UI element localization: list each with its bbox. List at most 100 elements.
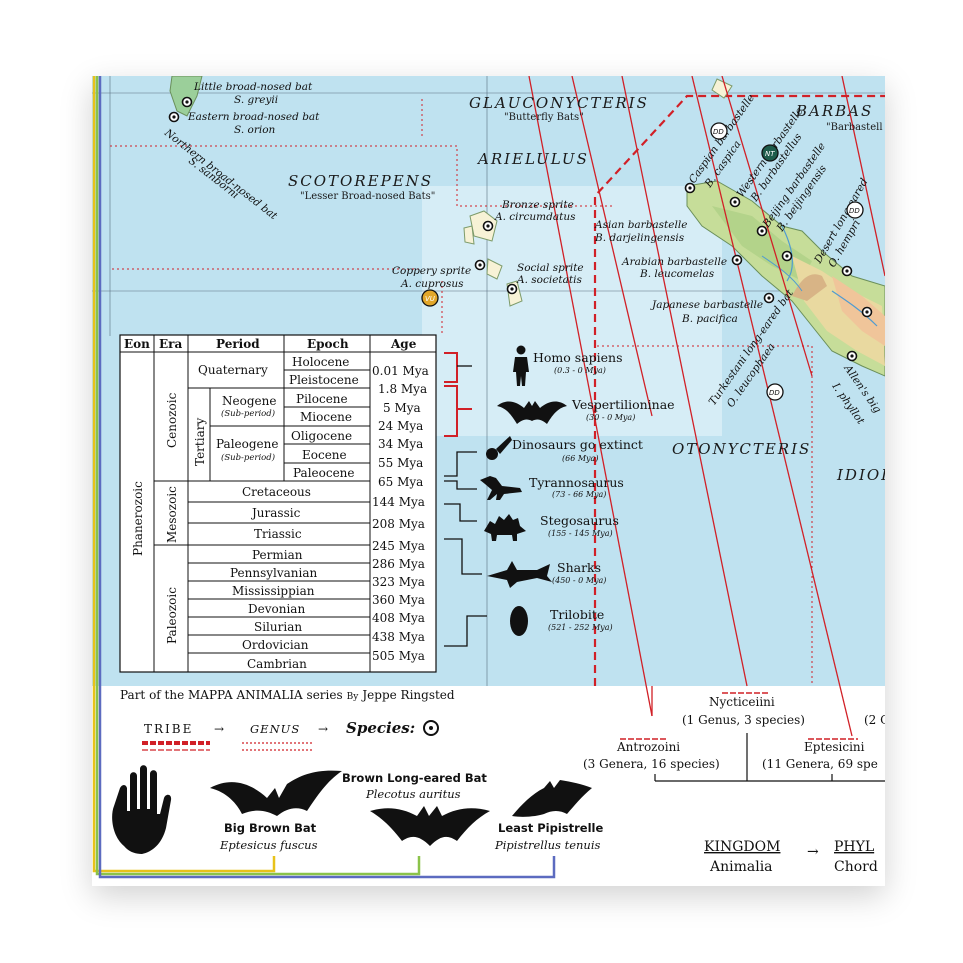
svg-text:Oligocene: Oligocene xyxy=(291,429,352,443)
svg-text:TRIBE: TRIBE xyxy=(144,722,193,736)
species-social-sprite: Social sprite xyxy=(517,262,584,274)
poster-svg: GLAUCONYCTERIS "Butterfly Bats" SCOTOREP… xyxy=(92,76,885,879)
svg-text:Eptesicini: Eptesicini xyxy=(804,740,865,754)
svg-text:Pleistocene: Pleistocene xyxy=(289,373,359,387)
svg-text:Part of the MAPPA ANIMALIA ser: Part of the MAPPA ANIMALIA seriesByJeppe… xyxy=(120,688,455,702)
svg-text:VU: VU xyxy=(425,295,435,303)
genus-otonycteris: OTONYCTERIS xyxy=(672,440,811,458)
svg-text:245 Mya: 245 Mya xyxy=(372,539,425,553)
svg-text:Eptesicus fuscus: Eptesicus fuscus xyxy=(219,838,318,852)
svg-text:0.01 Mya: 0.01 Mya xyxy=(372,364,429,378)
svg-text:Ordovician: Ordovician xyxy=(242,638,309,652)
svg-text:Chord: Chord xyxy=(834,859,878,875)
species-arabian-barbastelle: Arabian barbastelle xyxy=(621,256,727,268)
svg-text:Dinosaurs go extinct: Dinosaurs go extinct xyxy=(512,437,643,452)
svg-text:Animalia: Animalia xyxy=(709,859,773,875)
svg-text:NT: NT xyxy=(765,150,775,158)
svg-text:Sharks: Sharks xyxy=(557,560,601,575)
stegosaurus-icon xyxy=(484,514,526,541)
svg-text:208 Mya: 208 Mya xyxy=(372,517,425,531)
timeline-ages: 0.01 Mya 1.8 Mya 5 Mya 24 Mya 34 Mya 55 … xyxy=(372,364,429,663)
svg-text:Quaternary: Quaternary xyxy=(198,363,268,377)
border-stripes xyxy=(92,76,556,879)
species-social-sprite-latin: A. societatis xyxy=(516,274,582,286)
species-bronze-sprite: Bronze sprite xyxy=(501,199,574,211)
svg-text:(Sub-period): (Sub-period) xyxy=(221,452,275,463)
svg-text:Epoch: Epoch xyxy=(307,337,349,351)
svg-text:(155 - 145 Mya): (155 - 145 Mya) xyxy=(548,529,613,538)
svg-text:(11 Genera, 69 spe: (11 Genera, 69 spe xyxy=(762,757,878,771)
taxonomy-tree: Nycticeiini (1 Genus, 3 species) Antrozo… xyxy=(583,692,885,782)
svg-text:5 Mya: 5 Mya xyxy=(383,401,421,415)
svg-text:→: → xyxy=(214,722,224,736)
genus-scotorepens: SCOTOREPENS xyxy=(288,172,433,190)
svg-text:Pipistrellus tenuis: Pipistrellus tenuis xyxy=(494,838,601,852)
svg-text:323 Mya: 323 Mya xyxy=(372,575,425,589)
svg-text:65 Mya: 65 Mya xyxy=(378,475,423,489)
timeline-brackets xyxy=(444,352,487,647)
tyrannosaurus-icon xyxy=(480,476,522,500)
svg-text:Tyrannosaurus: Tyrannosaurus xyxy=(529,475,624,490)
svg-text:Mesozoic: Mesozoic xyxy=(165,486,179,543)
svg-text:Phanerozoic: Phanerozoic xyxy=(131,481,145,556)
svg-text:55 Mya: 55 Mya xyxy=(378,456,423,470)
genus-arielulus: ARIELULUS xyxy=(476,150,589,168)
svg-text:Era: Era xyxy=(159,337,182,351)
svg-text:Big Brown Bat: Big Brown Bat xyxy=(224,821,317,835)
svg-text:Brown Long-eared Bat: Brown Long-eared Bat xyxy=(342,771,487,785)
svg-text:Silurian: Silurian xyxy=(254,620,302,634)
svg-text:Species:: Species: xyxy=(346,719,415,737)
trilobite-icon xyxy=(510,606,528,636)
timeline-table-grid xyxy=(120,335,436,672)
svg-text:(66 Mya): (66 Mya) xyxy=(562,454,598,463)
bat-illustrations xyxy=(210,770,592,846)
svg-text:144 Mya: 144 Mya xyxy=(372,495,425,509)
svg-text:(521 - 252 Mya): (521 - 252 Mya) xyxy=(548,623,613,632)
svg-text:(3 Genera, 16 species): (3 Genera, 16 species) xyxy=(583,757,720,771)
legend: TRIBE → GENUS → Species: xyxy=(142,719,439,751)
svg-text:360 Mya: 360 Mya xyxy=(372,593,425,607)
svg-text:Paleogene: Paleogene xyxy=(216,437,278,451)
svg-text:Antrozoini: Antrozoini xyxy=(616,740,680,754)
genus-boundaries xyxy=(110,96,813,686)
bat-icon xyxy=(512,780,592,817)
svg-text:34 Mya: 34 Mya xyxy=(378,437,423,451)
svg-text:408 Mya: 408 Mya xyxy=(372,611,425,625)
timeline-periods-older: Cretaceous Jurassic Triassic Permian Pen… xyxy=(230,485,318,671)
svg-text:Homo sapiens: Homo sapiens xyxy=(533,350,623,365)
svg-text:286 Mya: 286 Mya xyxy=(372,557,425,571)
svg-text:Devonian: Devonian xyxy=(248,602,305,616)
svg-text:Stegosaurus: Stegosaurus xyxy=(540,513,619,528)
svg-text:Vespertilioninae: Vespertilioninae xyxy=(571,397,675,412)
species-marker-dots xyxy=(172,100,869,358)
svg-text:Cretaceous: Cretaceous xyxy=(242,485,311,499)
svg-text:Holocene: Holocene xyxy=(292,355,349,369)
svg-text:Trilobite: Trilobite xyxy=(550,607,604,622)
poster: GLAUCONYCTERIS "Butterfly Bats" SCOTOREP… xyxy=(92,76,885,886)
timeline-periods-cenozoic: Quaternary Neogene (Sub-period) Paleogen… xyxy=(198,363,278,463)
svg-text:24 Mya: 24 Mya xyxy=(378,419,423,433)
svg-text:Eon: Eon xyxy=(124,337,150,351)
genus-barbastella-sub: "Barbastell xyxy=(826,122,883,133)
svg-text:DD: DD xyxy=(769,389,780,397)
svg-text:Period: Period xyxy=(216,337,260,351)
svg-text:→: → xyxy=(807,844,819,860)
timeline-epochs: Holocene Pleistocene Pilocene Miocene Ol… xyxy=(289,355,359,480)
svg-text:Least Pipistrelle: Least Pipistrelle xyxy=(498,821,603,835)
svg-text:Cenozoic: Cenozoic xyxy=(165,392,179,448)
svg-text:Plecotus auritus: Plecotus auritus xyxy=(365,787,461,801)
svg-text:Paleozoic: Paleozoic xyxy=(165,587,179,644)
svg-text:Cambrian: Cambrian xyxy=(247,657,307,671)
grid-lines xyxy=(92,76,885,686)
svg-text:Mississippian: Mississippian xyxy=(232,584,315,598)
svg-text:GENUS: GENUS xyxy=(250,722,300,736)
svg-text:Neogene: Neogene xyxy=(222,394,276,408)
species-asian-barbastelle-latin: B. darjelingensis xyxy=(594,232,685,244)
genus-glauconycteris-sub: "Butterfly Bats" xyxy=(504,112,584,123)
svg-text:Miocene: Miocene xyxy=(300,410,352,424)
svg-text:(2 G: (2 G xyxy=(864,713,885,727)
silhouettes xyxy=(480,345,567,636)
species-japanese-barbastelle-latin: B. pacifica xyxy=(681,313,738,325)
species-arabian-barbastelle-latin: B. leucomelas xyxy=(639,268,715,280)
genus-idionycteris: IDIOI xyxy=(836,466,885,484)
